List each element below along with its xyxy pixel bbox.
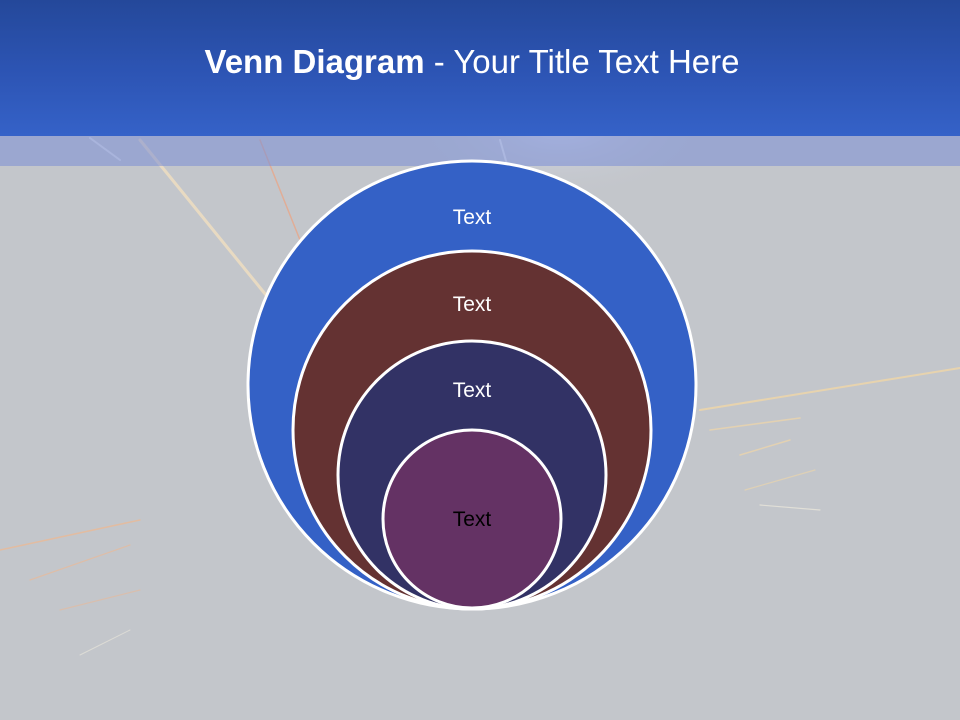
venn-label-4: Text bbox=[453, 508, 492, 531]
venn-label-2: Text bbox=[453, 293, 492, 316]
venn-label-1: Text bbox=[453, 206, 492, 229]
title-separator: - bbox=[424, 43, 454, 80]
title-bold-text: Venn Diagram bbox=[204, 43, 425, 80]
header-bar bbox=[0, 0, 960, 136]
venn-label-3: Text bbox=[453, 379, 492, 402]
title-rest-text: Your Title Text Here bbox=[453, 43, 740, 80]
venn-circle-4 bbox=[381, 428, 563, 610]
slide-title: Venn Diagram - Your Title Text Here bbox=[0, 40, 944, 84]
light-streaks bbox=[0, 137, 960, 656]
venn-circle-inner: Text bbox=[381, 428, 563, 610]
